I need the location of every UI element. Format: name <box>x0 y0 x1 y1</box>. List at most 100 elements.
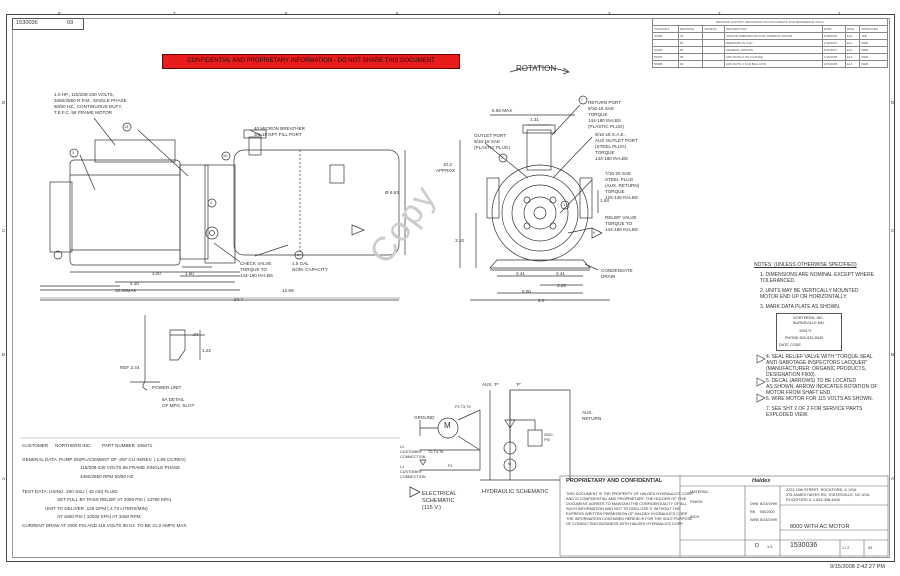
zone-c: C <box>2 228 6 233</box>
side-housing <box>579 177 593 219</box>
note-line: STEEL PLUG <box>605 177 634 182</box>
data-plate: NORTHERN, INC. BURNSVILLE,MN. 109471 PHO… <box>776 313 842 351</box>
plate-line: PHONE 800-533-5545 <box>785 336 824 340</box>
units: INCH <box>690 515 700 519</box>
motor-note-line: T.E.F.C. 56 FRAME MOTOR <box>54 110 113 115</box>
plate-line: NORTHERN, INC. <box>793 316 825 320</box>
title-rev: 09 <box>868 546 873 550</box>
drawing-inner-border <box>12 18 890 558</box>
drawing-number-box: 1530036 09 <box>12 18 84 30</box>
note-line: 144-180 IN-LBS <box>595 156 628 161</box>
drawing-title: 8000 WITH AC MOTOR <box>790 524 850 530</box>
dim-1-60: 1.60 <box>185 271 194 276</box>
zone-7: 7 <box>173 11 176 16</box>
notes-markers <box>756 354 766 403</box>
balloon-label: 6 <box>297 253 300 257</box>
elec-label: T2,T4,T8 <box>428 450 444 454</box>
breather-note-line: 40 MICRON BREATHER <box>254 126 305 131</box>
note-item: 5. DECAL (ARROWS) TO BE LOCATED <box>766 378 857 384</box>
mfg-slot-line: 8A DETAIL <box>162 397 185 402</box>
balloon-label: 13 <box>124 125 129 129</box>
cell: WEB <box>859 60 888 68</box>
proprietary-title: PROPRIETARY AND CONFIDENTIAL <box>566 478 663 484</box>
elec-label: P2,T3,T5 <box>455 405 471 409</box>
elec-label: L2 <box>400 445 405 449</box>
balloon <box>498 153 508 163</box>
zone-4: 4 <box>498 11 501 16</box>
note-line: 144-180 IN-LBS <box>588 118 621 123</box>
power-unit-label: POWER UNIT <box>152 385 182 390</box>
title-sheet: 1 / 2 <box>842 546 850 550</box>
dim-1-64: 1.64 <box>600 198 609 203</box>
note-line: OUTLET PORT <box>474 133 506 138</box>
aux-p-label: AUX. 'P' <box>482 382 499 387</box>
title-block <box>559 475 889 557</box>
dim-3-10: 3.10 <box>455 238 464 243</box>
test-line2: SET FULL BY PASS RELIEF AT 2000 PSI ( 13… <box>57 497 172 502</box>
rotation-arrow <box>509 66 569 73</box>
note-item: MOTOR END UP OR HORIZONTALLY. <box>760 294 848 300</box>
motor-note-line: 60/50 HZ., CONTINUOUS DUTY, <box>54 104 123 109</box>
proprietary-line: DOCUMENT AGREES TO MAINTAIN THE CONFIDEN… <box>566 502 687 506</box>
return-port-cap <box>522 124 556 134</box>
part-label: PART NUMBER <box>102 443 135 448</box>
elec-label: CUSTOMER <box>400 450 422 454</box>
ground-symbol <box>419 459 427 466</box>
balloon-triangle <box>591 227 603 239</box>
elec-title: ELECTRICAL <box>422 491 457 497</box>
note-line: (AUX. RETURN) <box>605 183 640 188</box>
dim-3-25: 3.25 <box>557 283 566 288</box>
zone-a: A <box>2 476 6 481</box>
dim-ref-2-44: REF 2.44 <box>120 365 140 370</box>
dim-5-66: 5.66 MAX <box>492 108 513 113</box>
leader-line <box>584 263 599 271</box>
check-valve-line: CHECK VALVE <box>240 261 272 266</box>
hydraulic-title: HYDRAULIC SCHEMATIC <box>482 489 549 495</box>
dim-9-0: 9.0 <box>538 298 545 303</box>
note-item: 1. DIMENSIONS ARE NOMINAL EXCEPT WHERE <box>760 272 874 278</box>
dim-12-59: 12.59 <box>282 288 294 293</box>
balloon <box>69 148 79 158</box>
zone-b: B <box>2 352 6 357</box>
elec-title: SCHEMATIC <box>422 498 455 504</box>
note-item: EXPLODED VIEW. <box>766 412 809 418</box>
plate-line: BURNSVILLE,MN. <box>793 321 825 325</box>
note-line: DRAIN <box>601 274 616 279</box>
note-triangle <box>756 354 766 364</box>
note-triangle <box>756 377 766 387</box>
elec-label: CONNECTION <box>400 455 426 459</box>
note-item: 4. SEAL RELIEF VALVE WITH "TORQUE SEAL <box>766 354 873 360</box>
dim-10-2: 10.2 <box>443 162 452 167</box>
reservoir <box>233 149 400 256</box>
leader-line <box>79 154 96 191</box>
note-item: TOLERANCED. <box>760 278 796 284</box>
psi-value: 2000 <box>544 433 553 437</box>
company-address: 2222 15th STREET, ROCKFORD, IL USA <box>786 488 857 492</box>
balloon <box>294 250 304 260</box>
note-line: 125-145 IN-LBS <box>605 195 638 200</box>
port-hole <box>549 196 557 204</box>
note-line: CONDENSATE <box>601 268 633 273</box>
balloon-label: 9 <box>593 231 596 235</box>
balloon <box>122 122 132 132</box>
size: D <box>755 543 760 549</box>
note-line: (PLASTIC PLUG) <box>588 124 624 129</box>
zone-2: 2 <box>718 11 721 16</box>
motor-endcap <box>49 181 73 253</box>
title-block-frame <box>559 475 889 557</box>
note-item: AS SHOWN. ARROW INDICATES ROTATION OF <box>766 384 878 390</box>
elec-title: (115 V.) <box>422 505 441 511</box>
elec-label: CONNECTION <box>400 475 426 479</box>
wire <box>457 435 481 451</box>
ground-label: GROUND <box>414 415 435 420</box>
proprietary-line: EXPRESS WRITTEN PERMISSION OF HALDEX HYD… <box>566 512 688 516</box>
dim-0-34: .34 <box>192 332 199 337</box>
leader-line <box>559 179 593 214</box>
rotation-arrowhead <box>562 67 570 75</box>
aux-return-line: RETURN <box>582 416 602 421</box>
zone-a-right: A <box>891 476 895 481</box>
dim-10-53: 10.53MAX <box>115 288 137 293</box>
zone-c-right: C <box>891 228 895 233</box>
cell: 09 <box>677 60 704 68</box>
drawing-border <box>6 14 895 562</box>
